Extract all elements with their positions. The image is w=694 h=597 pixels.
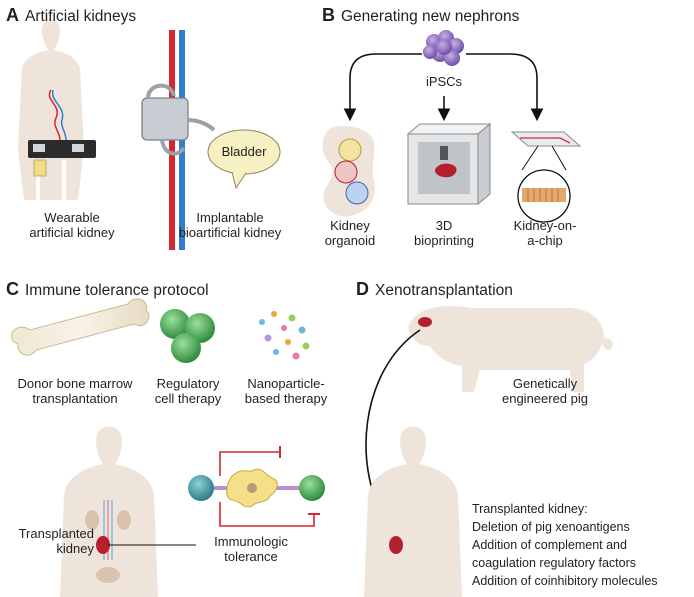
ipsc-cluster-icon — [423, 30, 464, 66]
panel-a-wearable-figure — [18, 19, 96, 200]
kidney-on-chip-icon — [510, 131, 582, 223]
transplanted-kidney-shape — [96, 536, 110, 554]
chip-label: Kidney-on-a-chip — [513, 218, 577, 248]
ipsc-label: iPSCs — [425, 74, 463, 89]
kidney-organoid-icon — [322, 126, 375, 217]
panel-a-implantable-device — [141, 30, 281, 250]
body-silhouette — [18, 19, 84, 200]
bladder-label: Bladder — [221, 144, 267, 159]
nanoparticles-icon — [259, 311, 310, 360]
xeno-kidney-shape — [389, 536, 403, 554]
panel-c-body-silhouette — [60, 426, 158, 597]
tolerance-loop — [108, 446, 325, 546]
bioprinter-icon — [406, 122, 492, 206]
regulatory-cells-icon — [160, 309, 215, 363]
xeno-modifications-list: Transplanted kidney: Deletion of pig xen… — [472, 502, 658, 588]
pig-icon — [408, 306, 613, 392]
nanoparticle-label: Nanoparticle-based therapy — [244, 376, 328, 406]
panel-d-body-silhouette — [364, 426, 462, 597]
panel-b-arrows — [343, 53, 544, 122]
bone-icon — [11, 298, 150, 356]
